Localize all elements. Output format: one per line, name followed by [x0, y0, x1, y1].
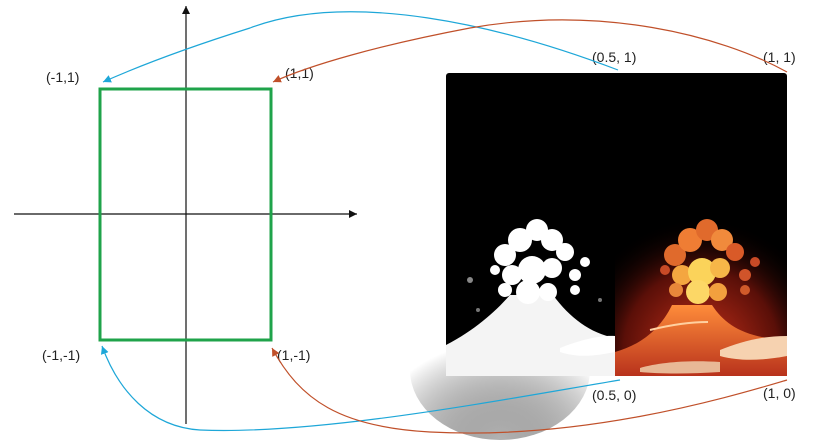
texture-image — [410, 73, 787, 440]
arrow-top-mid-to-top-left — [102, 11, 619, 83]
volcano-alpha-mask-image — [410, 219, 615, 440]
clip-space-quad — [98, 87, 273, 342]
arrow-bottom-right-to-bottom-right — [271, 347, 788, 434]
label-clip-bottom-left: (-1,-1) — [42, 347, 80, 363]
label-tex-top-mid: (0.5, 1) — [592, 49, 636, 65]
volcano-color-image — [615, 200, 787, 376]
arrow-top-right-to-top-right — [272, 19, 788, 83]
label-tex-bottom-mid: (0.5, 0) — [592, 387, 636, 403]
arrow-bottom-mid-to-bottom-left — [100, 345, 621, 432]
label-clip-top-left: (-1,1) — [46, 69, 79, 85]
label-tex-top-right: (1, 1) — [763, 49, 796, 65]
label-clip-bottom-right: (1,-1) — [277, 347, 310, 363]
label-tex-bottom-right: (1, 0) — [763, 385, 796, 401]
coordinate-axes — [14, 6, 357, 424]
